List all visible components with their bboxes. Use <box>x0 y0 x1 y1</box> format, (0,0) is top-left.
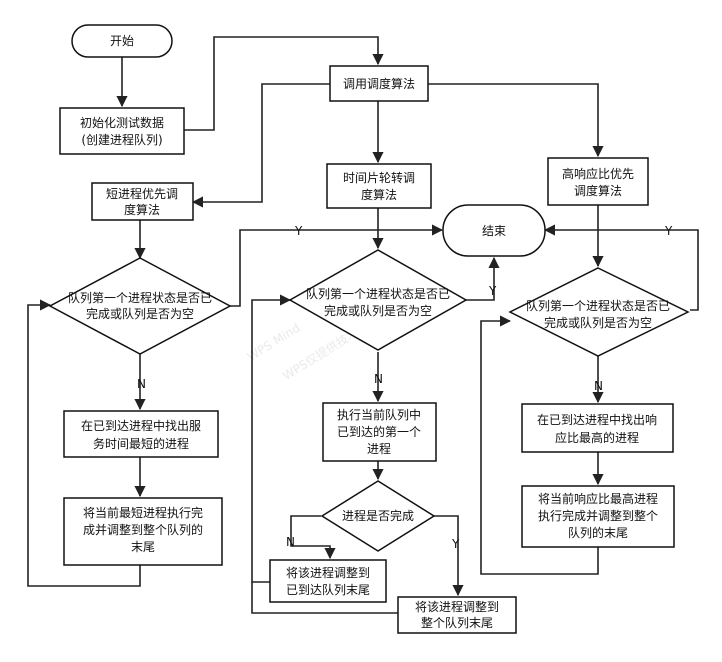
node-rr-move-tail-line-1: 将该进程调整到 <box>415 599 499 614</box>
node-cond-left-line-1: 队列第一个进程状态是否已 <box>68 290 212 305</box>
edge-check-yes <box>434 515 464 597</box>
node-end-line-1: 结束 <box>482 224 506 238</box>
node-rr-move-arrived-line-1: 将该进程调整到 <box>286 565 370 580</box>
node-init-line-1: 初始化测试数据 <box>80 115 164 130</box>
node-start-line-1: 开始 <box>110 34 134 48</box>
label-left-yes: Y <box>294 224 303 238</box>
label-left-no: N <box>137 377 146 391</box>
edge-labels: Y N Y N N Y Y N <box>137 224 673 551</box>
node-sjf-title-line-1: 短进程优先调 <box>106 186 178 201</box>
label-check-yes: Y <box>451 537 460 551</box>
node-cond-right-line-2: 完成或队列是否为空 <box>544 315 652 330</box>
node-cond-mid-line-2: 完成或队列是否为空 <box>324 303 432 318</box>
node-sjf-exec-line-1: 将当前最短进程执行完 <box>83 505 203 520</box>
edge-init-dispatch <box>184 36 384 131</box>
node-rr-exec-line-1: 执行当前队列中 <box>337 407 421 422</box>
node-cond-mid: 队列第一个进程状态是否已 完成或队列是否为空 <box>288 249 468 351</box>
node-hrrn-title: 高响应比优先 调度算法 <box>547 157 649 206</box>
node-end: 结束 <box>442 204 546 257</box>
node-sjf-exec: 将当前最短进程执行完 成并调整到整个队列的 末尾 <box>63 497 223 566</box>
label-right-no: N <box>594 379 603 393</box>
edge-arrived-loop <box>251 294 292 583</box>
node-hrrn-find: 在已到达进程中找出响 应比最高的进程 <box>521 403 674 453</box>
node-cond-right-line-1: 队列第一个进程状态是否已 <box>526 298 670 313</box>
node-dispatch: 调用调度算法 <box>329 65 429 102</box>
edge-mid-yes <box>466 256 500 301</box>
edges <box>27 36 699 614</box>
node-cond-left: 队列第一个进程状态是否已 完成或队列是否为空 <box>48 257 232 355</box>
node-rr-exec-line-2: 已到达的第一个 <box>337 424 421 439</box>
node-sjf-title-line-2: 度算法 <box>124 202 160 217</box>
label-mid-no: N <box>374 372 383 386</box>
edge-tail-loop <box>251 582 398 614</box>
node-init-line-2: (创建进程队列) <box>81 132 162 147</box>
watermark-title: WPS Mind <box>245 321 303 364</box>
node-rr-check: 进程是否完成 <box>320 480 436 552</box>
node-sjf-exec-line-3: 末尾 <box>131 540 155 554</box>
edge-dispatch-sjf <box>191 83 330 208</box>
node-cond-mid-line-1: 队列第一个进程状态是否已 <box>306 286 450 301</box>
node-rr-move-tail-line-2: 整个队列末尾 <box>421 615 493 630</box>
node-dispatch-line-1: 调用调度算法 <box>343 76 415 91</box>
node-rr-check-line-1: 进程是否完成 <box>342 508 414 523</box>
node-hrrn-find-line-1: 在已到达进程中找出响 <box>537 412 657 427</box>
node-sjf-exec-line-2: 成并调整到整个队列的 <box>83 522 203 537</box>
node-rr-move-arrived: 将该进程调整到 已到达队列末尾 <box>269 559 387 603</box>
edge-hrrn-loop <box>480 315 599 575</box>
node-hrrn-title-line-2: 调度算法 <box>574 183 622 198</box>
node-sjf-find-line-1: 在已到达进程中找出服 <box>81 418 201 433</box>
edge-sjf-loop <box>27 299 141 587</box>
node-rr-title: 时间片轮转调 度算法 <box>326 163 432 209</box>
label-mid-yes: Y <box>488 284 497 298</box>
edge-check-no <box>290 515 336 560</box>
node-hrrn-find-line-2: 应比最高的进程 <box>555 430 639 445</box>
edge-left-yes <box>230 224 444 307</box>
node-rr-exec: 执行当前队列中 已到达的第一个 进程 <box>322 402 437 462</box>
node-hrrn-exec-line-1: 将当前响应比最高进程 <box>538 491 658 506</box>
edge-right-yes <box>543 224 699 311</box>
node-rr-move-tail: 将该进程调整到 整个队列末尾 <box>397 596 517 634</box>
node-rr-move-arrived-line-2: 已到达队列末尾 <box>286 582 370 597</box>
node-init: 初始化测试数据 (创建进程队列) <box>59 107 185 155</box>
node-cond-right: 队列第一个进程状态是否已 完成或队列是否为空 <box>508 267 690 357</box>
node-rr-title-line-2: 度算法 <box>361 187 397 202</box>
node-cond-left-line-2: 完成或队列是否为空 <box>86 306 194 321</box>
node-hrrn-exec-line-3: 队列的末尾 <box>568 525 628 540</box>
node-rr-exec-line-3: 进程 <box>367 441 391 456</box>
node-hrrn-exec-line-2: 执行完成并调整到整个 <box>538 508 658 523</box>
node-sjf-find-line-2: 务时间最短的进程 <box>93 436 189 451</box>
node-start: 开始 <box>71 24 173 58</box>
node-hrrn-exec: 将当前响应比最高进程 执行完成并调整到整个 队列的末尾 <box>521 485 675 548</box>
node-rr-title-line-1: 时间片轮转调 <box>343 170 415 185</box>
node-hrrn-title-line-1: 高响应比优先 <box>562 166 634 181</box>
node-sjf-find: 在已到达进程中找出服 务时间最短的进程 <box>63 410 219 458</box>
label-check-no: N <box>286 535 295 549</box>
label-right-yes: Y <box>664 224 673 238</box>
edge-dispatch-hrrn <box>428 83 604 158</box>
node-sjf-title: 短进程优先调 度算法 <box>91 182 194 221</box>
